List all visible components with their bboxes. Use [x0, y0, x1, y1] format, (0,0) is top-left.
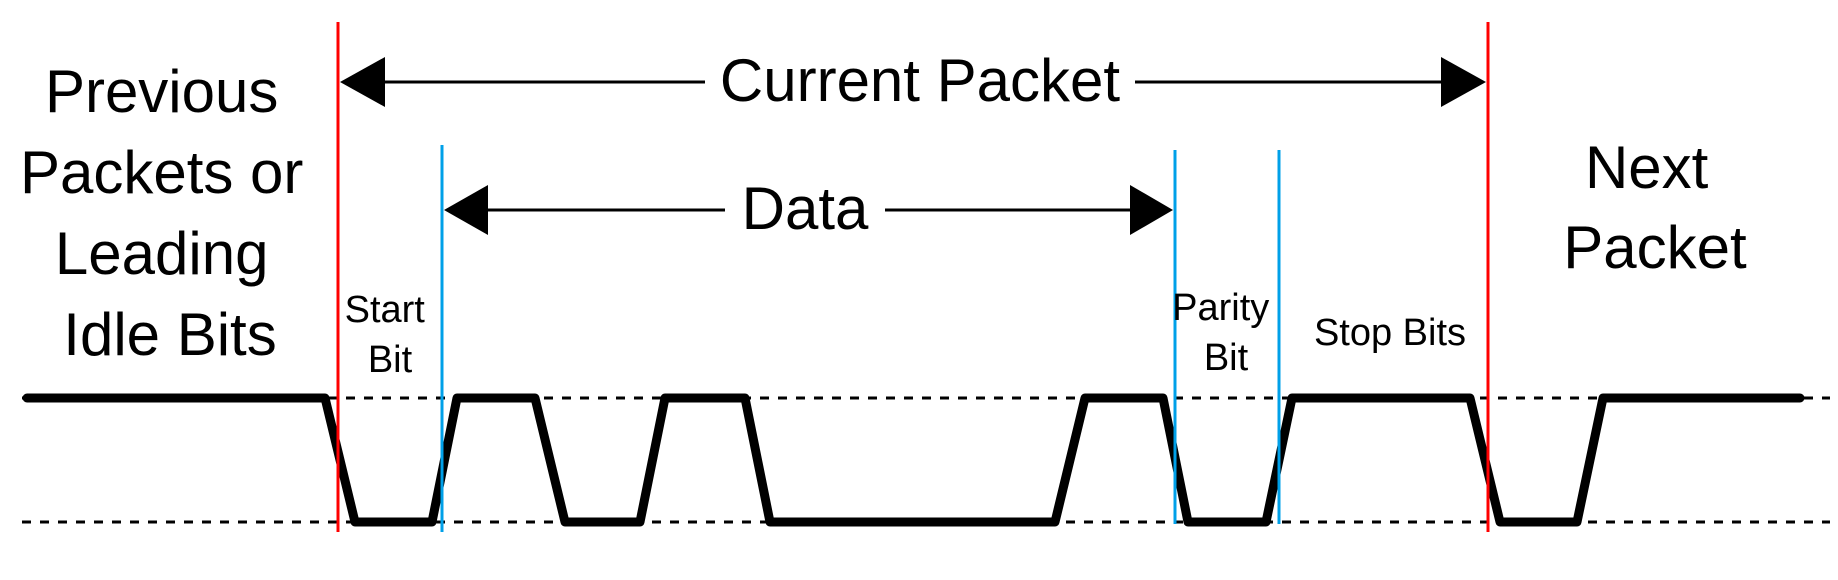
current-packet-arrowhead-right: [1441, 57, 1486, 107]
data-arrowhead-right: [1130, 185, 1173, 235]
signal-waveform: [22, 393, 1805, 527]
current-packet-arrowhead-left: [340, 57, 385, 107]
current-packet-label: Current Packet: [720, 47, 1120, 114]
stop-bits-label: Stop Bits: [1314, 312, 1466, 354]
previous-packets-label: Previous Packets or Leading Idle Bits: [20, 58, 320, 368]
start-bit-label: Start Bit: [345, 289, 436, 381]
next-packet-label: Next Packet: [1563, 134, 1747, 281]
data-label: Data: [742, 175, 869, 242]
parity-bit-label: Parity Bit: [1172, 287, 1280, 379]
data-arrowhead-left: [444, 185, 488, 235]
